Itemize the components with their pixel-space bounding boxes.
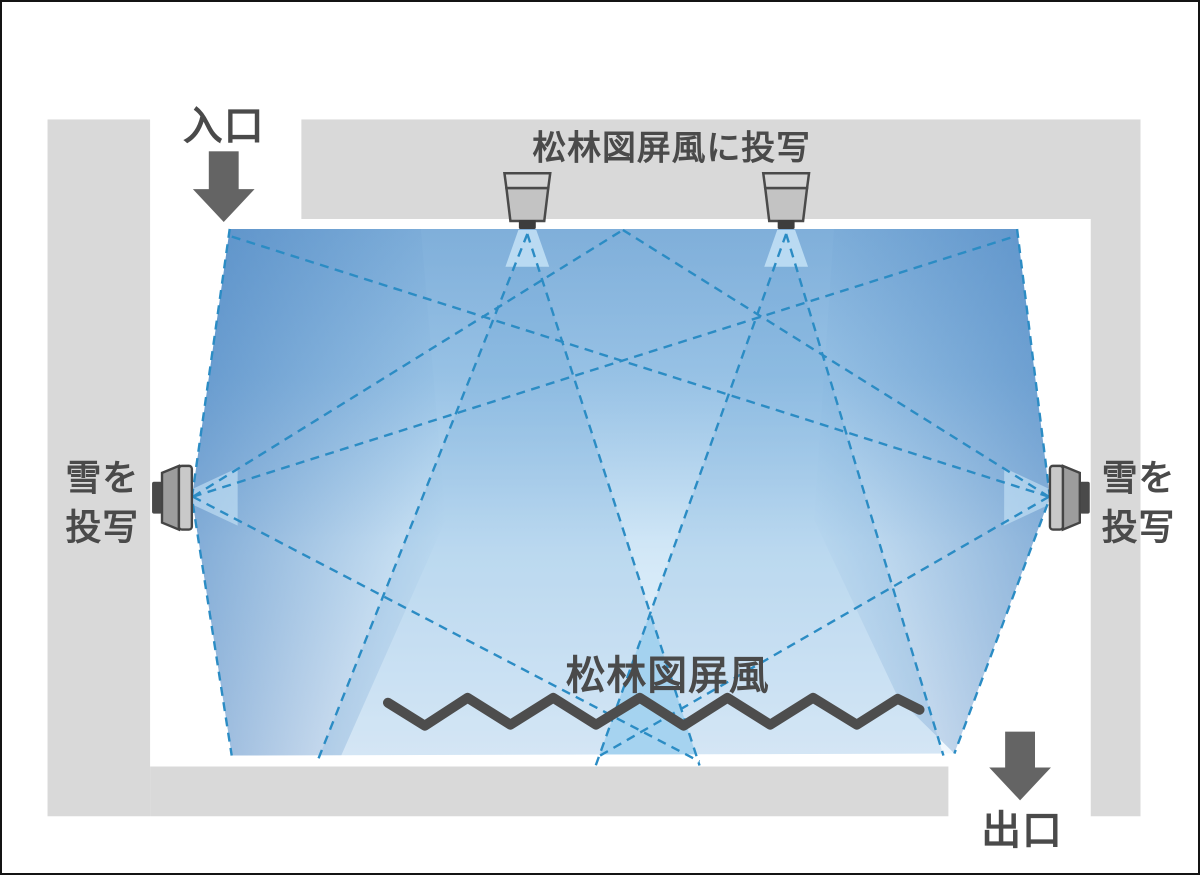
projection-shading: [191, 228, 1050, 756]
entrance-label: 入口: [183, 104, 265, 148]
beam-sideL-up: [192, 228, 624, 498]
folding-screen-zigzag: [382, 692, 925, 731]
beam-sideR-cross: [229, 234, 1050, 498]
beam-ceilingL-right-edge: [526, 233, 701, 766]
ceiling-projector-left: [503, 171, 552, 229]
left-flank-shade: [191, 228, 446, 756]
beam-sideL-cross: [192, 234, 1017, 498]
lens-glow: [1004, 467, 1049, 526]
projector-lid: [503, 171, 552, 190]
projector-lens: [777, 219, 795, 229]
projector-body: [505, 186, 550, 223]
snow-label-left: 雪を 投写: [65, 458, 139, 548]
ceiling-cone-right: [595, 233, 944, 756]
projector-lens: [177, 464, 194, 531]
exit-label: 出口: [981, 809, 1063, 853]
beam-ceilingR-left-edge: [593, 233, 788, 768]
beam-ceilingR-right-edge: [785, 233, 945, 756]
wall-left: [47, 119, 151, 817]
ceiling-projection-label: 松林図屏風に投写: [532, 129, 811, 167]
beam-sideL-down: [192, 495, 701, 763]
projection-beams: [190, 228, 1052, 768]
snow-label-right-line2: 投写: [1102, 508, 1176, 548]
wall-right: [1090, 219, 1141, 817]
projector-body: [160, 464, 181, 532]
ceiling-cone-left: [317, 233, 700, 756]
snow-label-right-line1: 雪を: [1102, 458, 1176, 498]
projector-lens: [518, 219, 536, 229]
exit-arrow-icon: [989, 731, 1051, 801]
arrow-shaft: [208, 151, 239, 191]
right-wall-projector: [1048, 464, 1090, 532]
right-flank-shade: [814, 228, 1050, 754]
entrance-arrow-icon: [192, 151, 255, 222]
projector-body: [1061, 464, 1081, 532]
wall-top: [301, 119, 1141, 220]
snow-label-right: 雪を 投写: [1102, 458, 1176, 548]
lens-glow: [192, 467, 238, 526]
arrow-head: [989, 767, 1051, 801]
projector-body: [763, 186, 809, 223]
snow-label-left-line1: 雪を: [65, 458, 139, 498]
arrow-shaft: [1005, 731, 1036, 769]
arrow-head: [192, 189, 255, 222]
lens-glow: [764, 229, 809, 267]
cone-overlap-highlight: [595, 613, 700, 756]
projector-mount: [1079, 481, 1090, 514]
left-wall-projector: [152, 464, 194, 532]
walls: [47, 119, 1141, 817]
projector-mount: [152, 481, 163, 514]
lens-glow: [505, 229, 550, 267]
snow-label-left-line2: 投写: [65, 508, 139, 548]
beam-ceilingL-left-edge: [316, 233, 529, 762]
wall-bottom: [150, 766, 949, 817]
ceiling-projector-right: [761, 171, 811, 229]
projector-lid: [761, 171, 811, 190]
projector-lens: [1048, 464, 1065, 531]
beam-sideR-up: [622, 228, 1050, 498]
screen-label: 松林図屏風: [566, 654, 770, 698]
